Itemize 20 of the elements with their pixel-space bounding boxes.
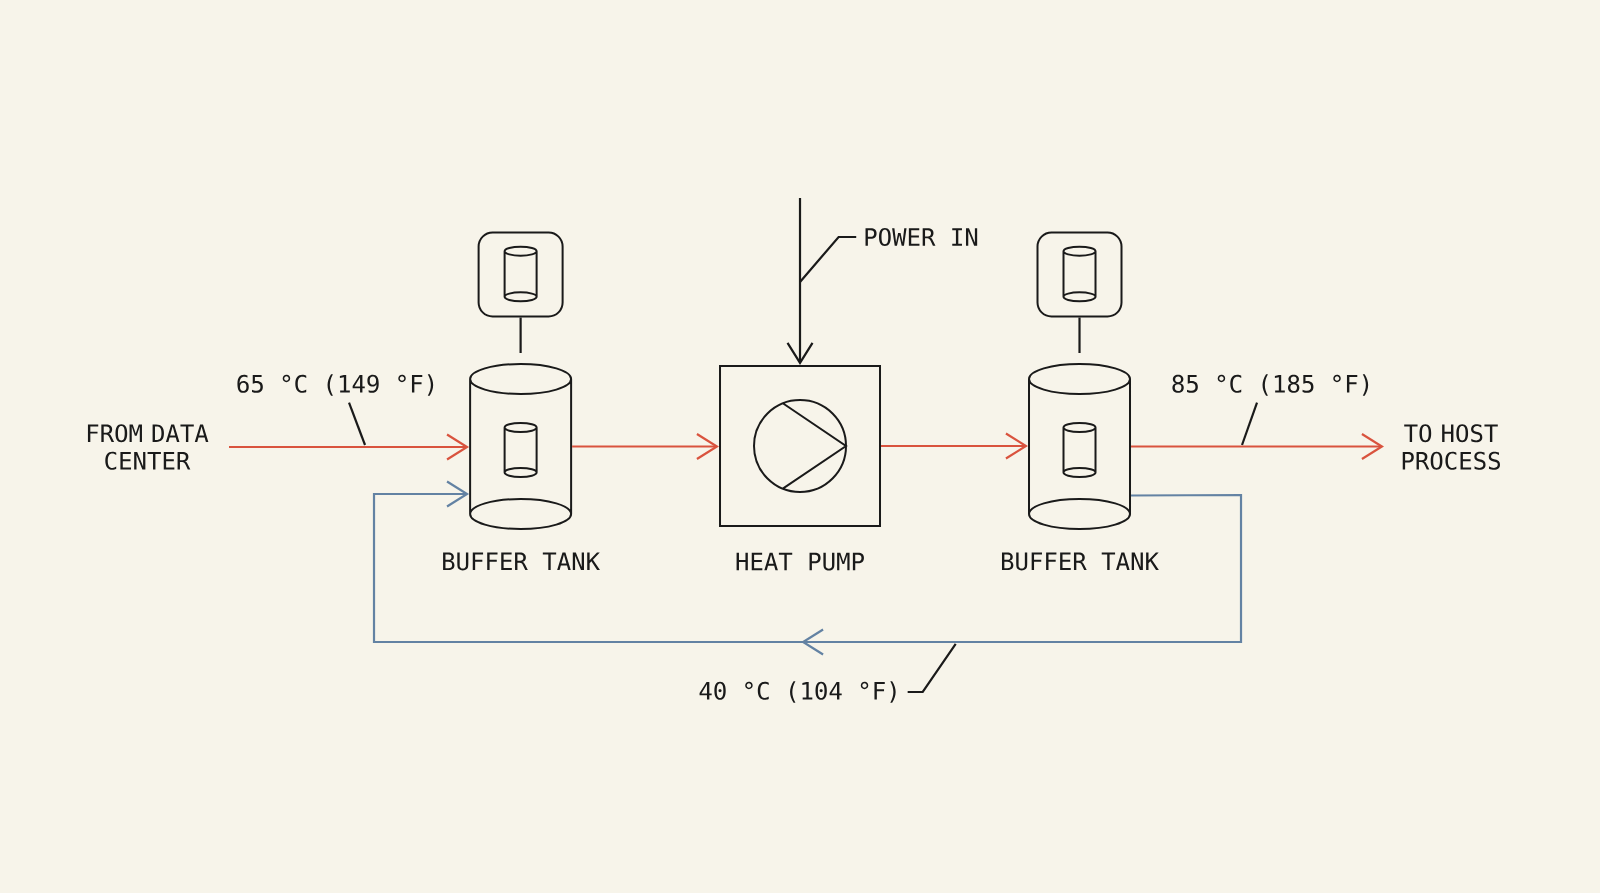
flow-arrow xyxy=(881,432,1028,460)
leader-line xyxy=(799,235,857,283)
flow-arrow xyxy=(229,433,470,461)
leader-line xyxy=(907,643,957,694)
tank-label: BUFFER TANK xyxy=(443,552,600,571)
leader-line xyxy=(1240,402,1259,446)
temperature-label: 85 °C (185 °F) xyxy=(1172,374,1369,396)
connector-line xyxy=(1078,317,1081,353)
flow-arrow xyxy=(1131,433,1384,460)
flow-arrow xyxy=(572,433,719,460)
connector-line xyxy=(519,317,522,353)
pump-label: HEAT PUMP xyxy=(736,552,864,571)
temperature-label: 65 °C (149 °F) xyxy=(237,374,434,396)
power-label: POWER IN xyxy=(865,227,978,247)
destination-label: TO HOST PROCESS xyxy=(1402,424,1500,470)
tank-label: BUFFER TANK xyxy=(1002,552,1159,571)
leader-line xyxy=(348,402,367,446)
temperature-label: 40 °C (104 °F) xyxy=(699,681,896,703)
power-arrow xyxy=(786,198,814,365)
source-label: FROM DATA CENTER xyxy=(87,424,209,470)
